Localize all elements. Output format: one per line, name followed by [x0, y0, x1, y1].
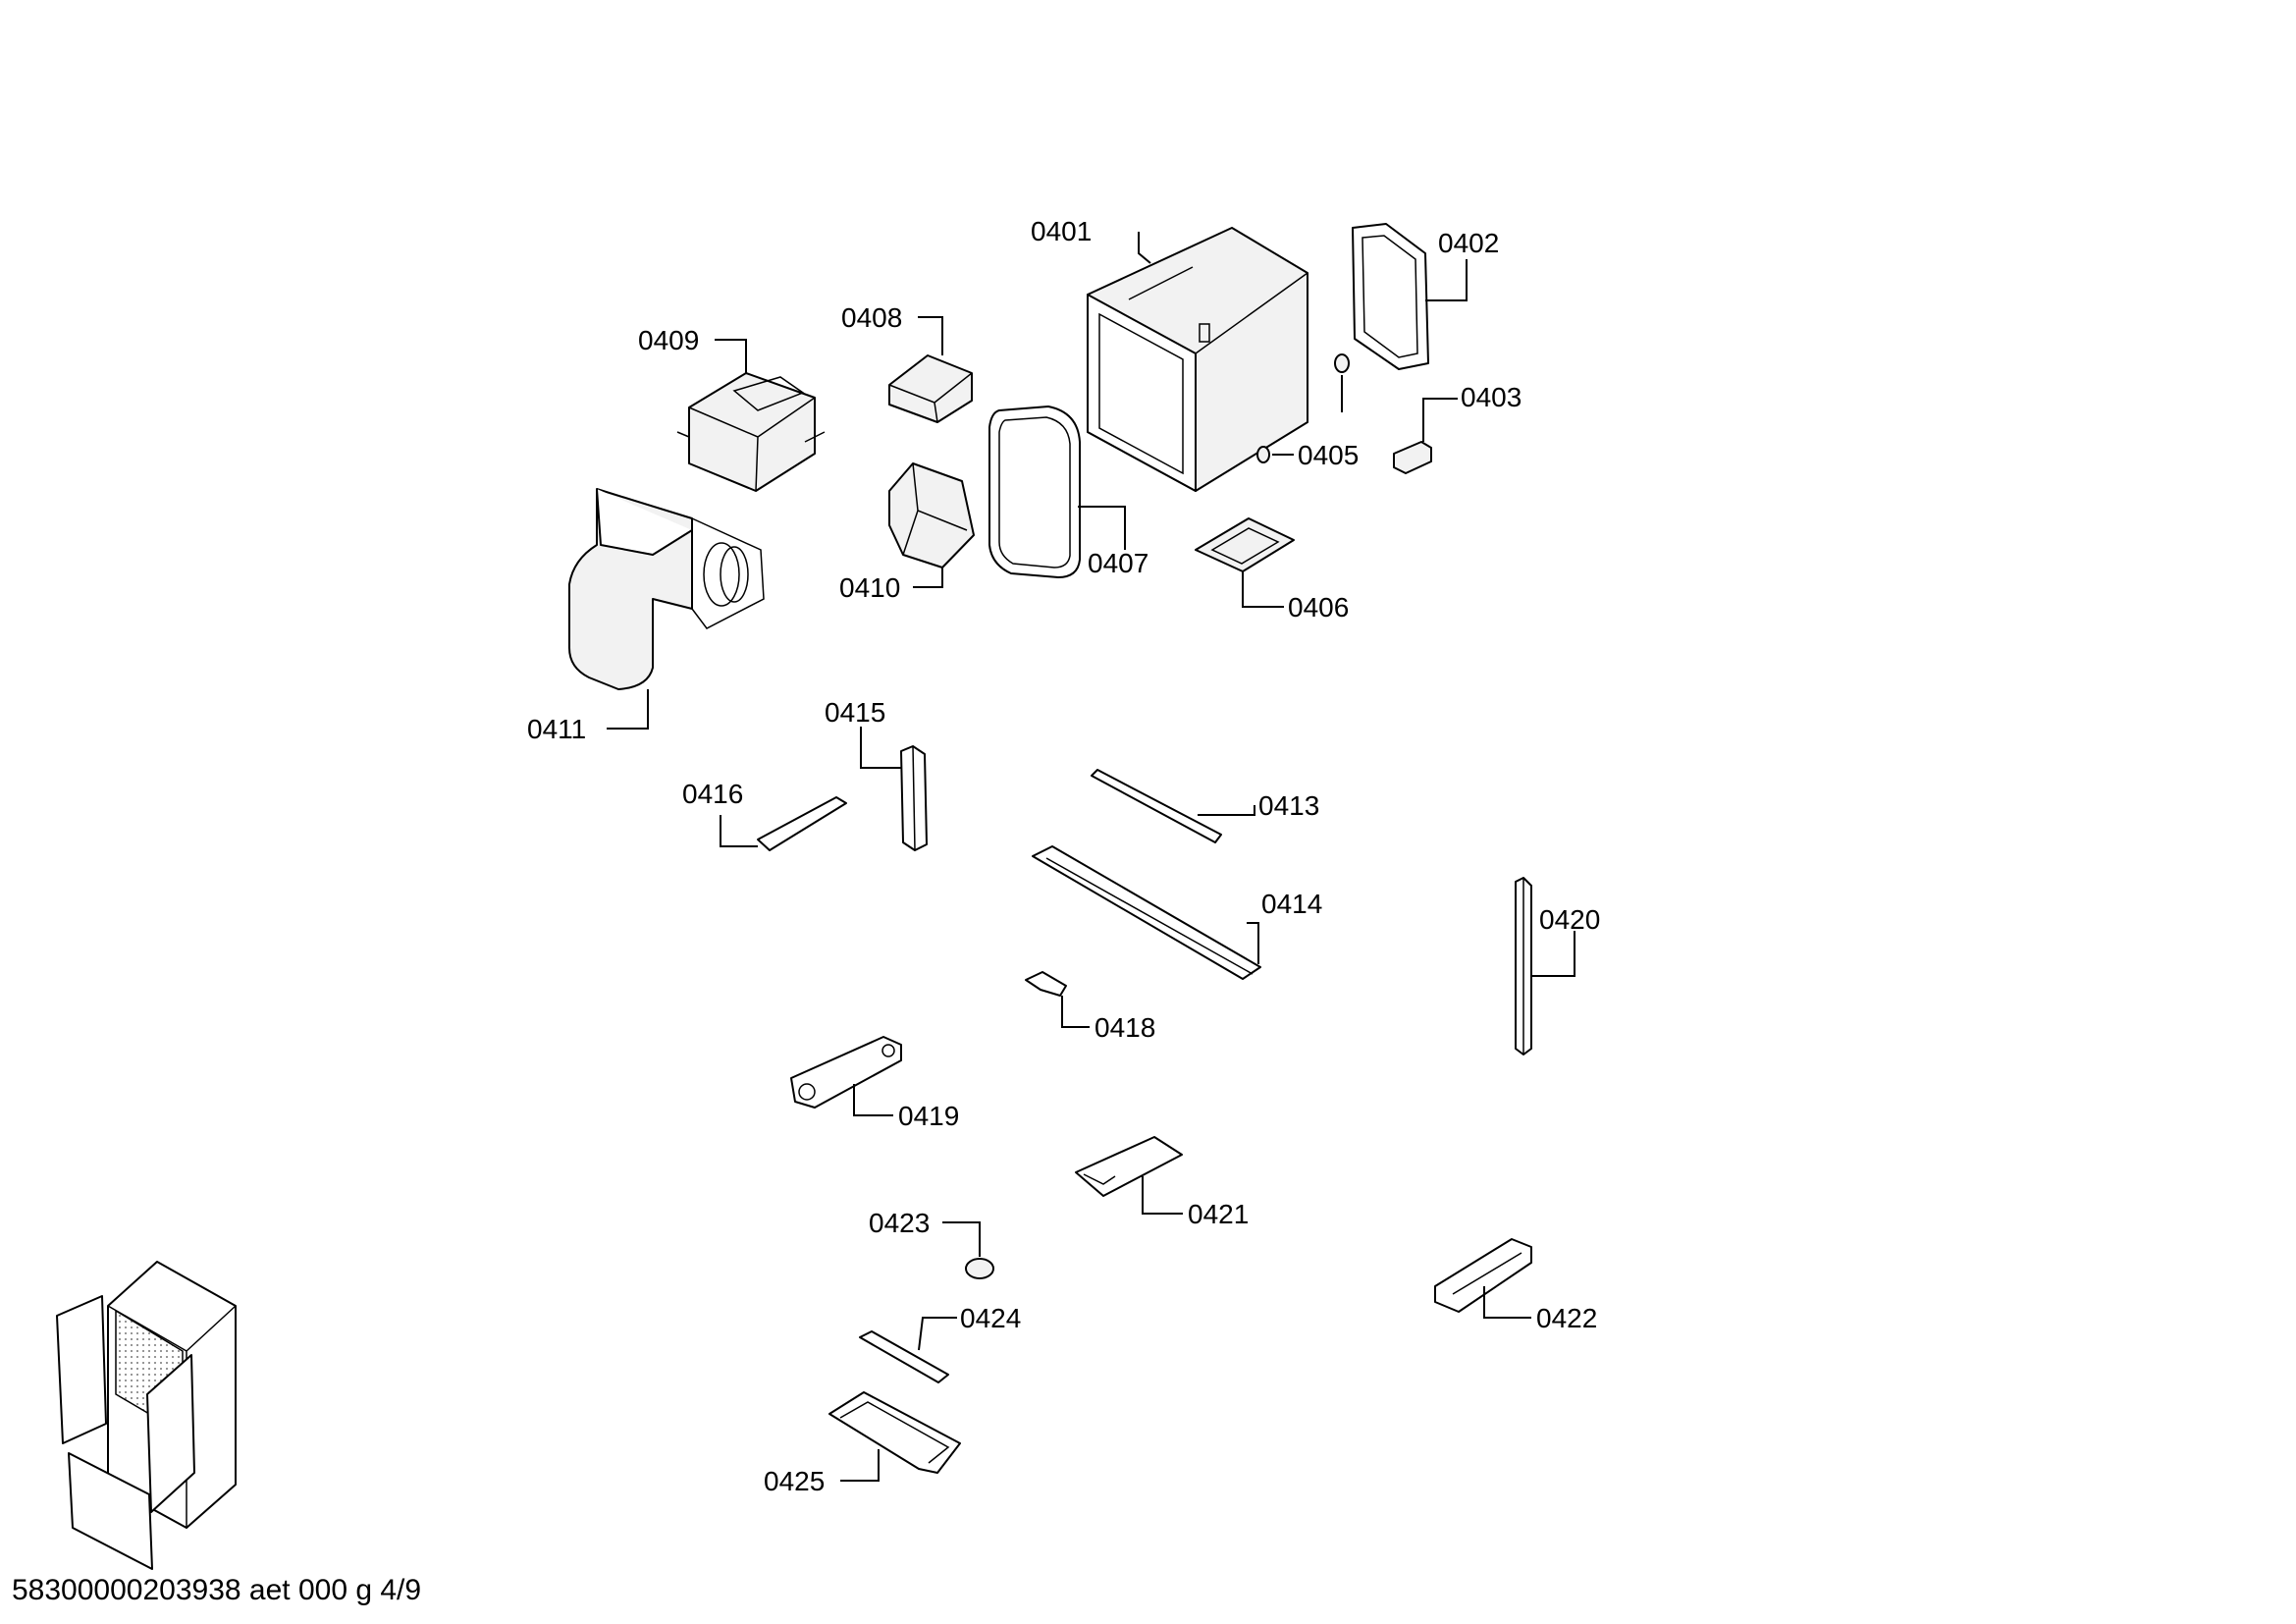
part-0422-bracket: [1434, 1238, 1532, 1313]
part-0405-nut: [1334, 353, 1350, 373]
part-0408-cover: [888, 354, 973, 423]
leader-0414: [1247, 922, 1259, 964]
leader-0405: [1272, 375, 1343, 456]
callout-0423: 0423: [869, 1208, 930, 1238]
leader-0425: [840, 1449, 880, 1482]
part-0405-washer: [1256, 446, 1270, 463]
callout-0406: 0406: [1288, 592, 1349, 623]
callout-0401: 0401: [1031, 216, 1092, 246]
part-0414-frame: [1032, 845, 1261, 980]
leader-0413: [1198, 805, 1255, 816]
callout-0424: 0424: [960, 1303, 1021, 1333]
part-0425-tray: [828, 1391, 961, 1474]
part-0423-knob: [965, 1258, 994, 1279]
part-0424-flap: [859, 1330, 949, 1383]
callout-0403: 0403: [1461, 382, 1522, 412]
callout-0414: 0414: [1261, 889, 1322, 919]
part-0420-strip: [1515, 877, 1532, 1056]
leader-0418: [853, 1084, 893, 1116]
part-0402-gasket: [1352, 223, 1429, 370]
leader-0401: [1138, 232, 1151, 264]
leader-0419: [1061, 996, 1090, 1028]
part-0419-clip: [1025, 971, 1067, 997]
leader-0416: [720, 815, 758, 847]
callout-0415: 0415: [825, 697, 885, 728]
leader-0423: [942, 1221, 981, 1257]
part-0416-bar: [757, 796, 847, 851]
part-0401-housing: [1087, 227, 1308, 492]
part-0407-seal: [988, 406, 1081, 578]
leader-0421: [1142, 1176, 1183, 1215]
callout-0419: 0418: [1095, 1012, 1155, 1043]
leader-0411: [607, 689, 649, 730]
part-0413-strip: [1091, 769, 1222, 843]
leader-0407: [1078, 506, 1126, 550]
leader-0402: [1425, 259, 1468, 301]
leader-0408: [918, 316, 943, 355]
part-0418-hinge: [790, 1036, 902, 1109]
callout-0421: 0421: [1188, 1199, 1249, 1229]
fridge-thumbnail: [56, 1261, 237, 1570]
callout-0409: 0409: [638, 325, 699, 355]
leader-0415: [860, 727, 901, 769]
leader-0403: [1422, 398, 1458, 442]
leader-0410: [913, 568, 943, 588]
callout-0411: 0411: [527, 714, 586, 744]
part-0409-icemaker: [676, 372, 826, 492]
part-0403-bracket: [1393, 441, 1432, 474]
callout-0408: 0408: [841, 302, 902, 333]
leader-0409: [715, 339, 747, 373]
callout-0405: 0405: [1298, 440, 1359, 470]
leader-0406: [1242, 571, 1284, 608]
callout-0420: 0420: [1539, 904, 1600, 935]
part-0406-grille: [1195, 517, 1295, 572]
leader-0422: [1483, 1286, 1531, 1319]
callout-0425: 0425: [764, 1466, 825, 1496]
part-0421-plate: [1075, 1136, 1183, 1197]
leader-0424: [918, 1317, 957, 1351]
callout-0410: 0410: [839, 572, 900, 603]
callout-0407: 0407: [1088, 548, 1148, 578]
callout-0413: 0413: [1258, 790, 1319, 821]
document-id-footer: 58300000203938 aet 000 g 4/9: [12, 1574, 421, 1606]
callout-0416: 0416: [682, 779, 743, 809]
leader-0420: [1531, 931, 1575, 977]
part-0411-bucket: [568, 488, 765, 690]
callout-0418: 0419: [898, 1101, 959, 1131]
callout-0402: 0402: [1438, 228, 1499, 258]
part-0415-rail: [900, 745, 928, 851]
callout-0422: 0422: [1536, 1303, 1597, 1333]
part-0410-motor: [888, 462, 975, 568]
